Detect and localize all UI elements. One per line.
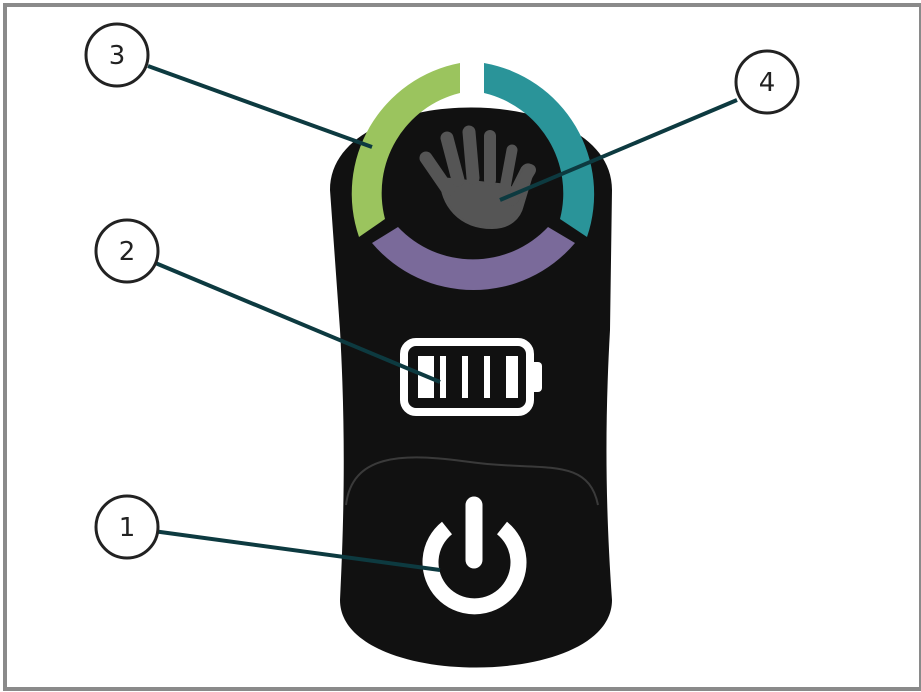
callout-1: 1: [96, 496, 158, 558]
callout-2-label: 2: [119, 237, 136, 267]
callout-2: 2: [96, 220, 158, 282]
callout-3: 3: [86, 24, 148, 86]
battery-bar: [506, 356, 518, 398]
callout-1-label: 1: [119, 513, 136, 543]
callout-4-label: 4: [759, 68, 776, 98]
battery-bar: [484, 356, 490, 398]
callout-4: 4: [736, 51, 798, 113]
callout-3-label: 3: [109, 41, 126, 71]
battery-bar: [440, 356, 446, 398]
battery-bar: [462, 356, 468, 398]
